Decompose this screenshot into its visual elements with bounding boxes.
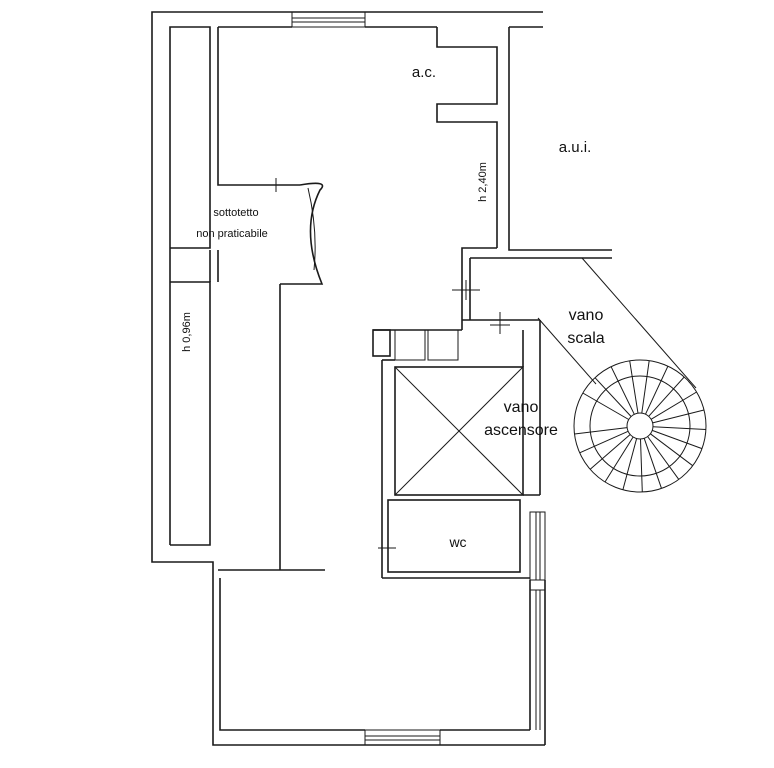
stair-step (645, 365, 669, 415)
stair-step (650, 391, 697, 420)
label-wc: wc (448, 534, 466, 550)
label-non-praticabile: non praticabile (196, 228, 268, 240)
stair-step (650, 433, 694, 467)
window-right (529, 511, 546, 730)
label-aui: a.u.i. (559, 139, 592, 156)
label-vano-ascensore-2: ascensore (484, 422, 558, 439)
label-height-096: h 0,96m (181, 312, 193, 352)
stair-step (629, 360, 639, 414)
label-sottotetto: sottotetto (213, 207, 258, 219)
window-top (291, 11, 366, 28)
stair-step (589, 434, 631, 470)
label-vano-ascensore-1: vano (504, 399, 539, 416)
stair-step (582, 392, 629, 420)
label-ac: a.c. (412, 64, 436, 81)
label-vano-scala-2: scala (567, 330, 604, 347)
label-vano-scala-1: vano (569, 307, 604, 324)
window-bottom (364, 729, 441, 746)
stair-step (652, 426, 706, 430)
stair-step (641, 360, 650, 414)
stair-step (610, 366, 635, 415)
stair-step (647, 436, 680, 480)
outer-walls (151, 11, 612, 746)
stair-step (594, 377, 632, 417)
stair-step (579, 430, 629, 454)
stair-step (652, 429, 703, 450)
stair-step (640, 438, 643, 493)
stair-step (574, 427, 628, 435)
stair-step (622, 438, 638, 490)
label-height-240: h 2,40m (477, 162, 489, 202)
core-walls (372, 247, 612, 579)
stair-step (643, 438, 662, 489)
spiral-staircase (522, 257, 707, 493)
stair-step (648, 376, 685, 417)
stair-step (604, 436, 634, 483)
sottotetto-walls (170, 175, 325, 571)
stair-step (652, 409, 705, 424)
